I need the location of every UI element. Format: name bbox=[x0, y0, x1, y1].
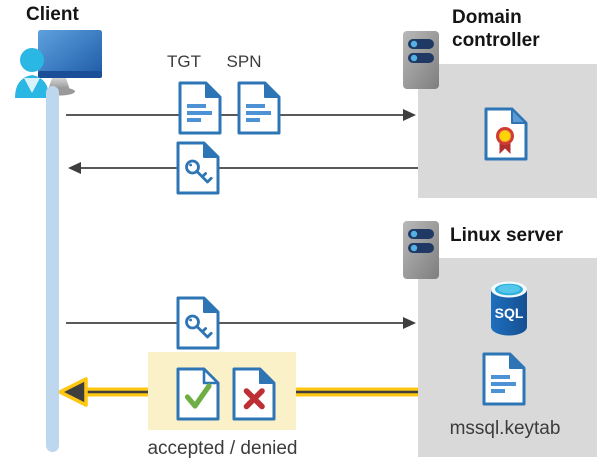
tgt-document-icon bbox=[178, 81, 222, 135]
server-icon-dc bbox=[402, 30, 440, 90]
result-label: accepted / denied bbox=[147, 438, 298, 459]
arrow-client-to-linux bbox=[66, 317, 416, 329]
linux-server-title: Linux server bbox=[450, 225, 563, 246]
key-document-icon-dc-reply bbox=[176, 141, 220, 195]
tgt-label: TGT bbox=[167, 52, 201, 71]
client-icon bbox=[15, 30, 102, 98]
spn-label: SPN bbox=[226, 52, 262, 71]
sql-label: SQL bbox=[495, 305, 524, 321]
accepted-check-document-icon bbox=[176, 367, 220, 421]
arrow-client-to-dc bbox=[66, 109, 416, 121]
client-lifeline bbox=[46, 86, 59, 452]
sql-database-icon: SQL bbox=[491, 281, 527, 336]
spn-document-icon bbox=[237, 81, 281, 135]
monitor-icon bbox=[38, 30, 102, 78]
keytab-label: mssql.keytab bbox=[449, 418, 561, 439]
client-title: Client bbox=[26, 4, 79, 25]
keytab-document-icon bbox=[482, 352, 526, 406]
denied-cross-document-icon bbox=[232, 367, 276, 421]
domain-controller-title: Domain controller bbox=[452, 7, 540, 51]
certificate-icon bbox=[484, 107, 528, 161]
arrow-dc-to-client bbox=[68, 162, 418, 174]
key-document-icon-to-linux bbox=[176, 296, 220, 350]
server-icon-linux bbox=[402, 220, 440, 280]
person-icon bbox=[15, 48, 49, 98]
